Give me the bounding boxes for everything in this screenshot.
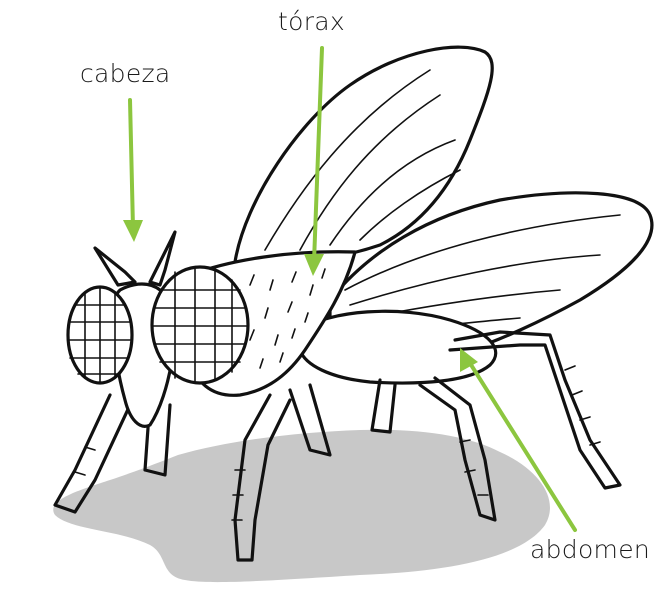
thorax-label: tórax [278, 7, 345, 36]
head-label: cabeza [80, 59, 171, 88]
abdomen-label: abdomen [530, 535, 650, 564]
head-body [68, 232, 248, 426]
ground-shadow [53, 430, 550, 582]
head-arrow [123, 100, 143, 242]
